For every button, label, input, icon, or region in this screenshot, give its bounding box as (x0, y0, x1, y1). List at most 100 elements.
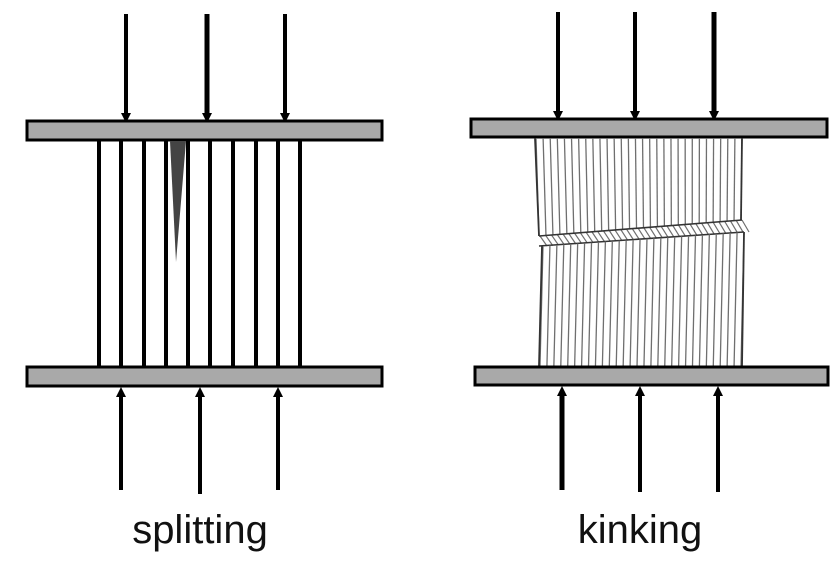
split-crack (170, 141, 186, 262)
fiber (654, 226, 663, 239)
fiber (718, 221, 727, 234)
fiber (551, 234, 560, 246)
splitting-caption: splitting (132, 508, 268, 552)
fiber (568, 233, 577, 245)
kink-band (538, 219, 750, 247)
fiber (594, 242, 600, 367)
fiber (615, 240, 620, 367)
fiber (580, 243, 586, 367)
fiber (560, 244, 565, 367)
fiber (695, 223, 704, 236)
fiber (539, 235, 548, 247)
fiber-block-edge (740, 137, 743, 221)
fiber (549, 137, 554, 235)
fiber (643, 238, 648, 367)
fiber (698, 234, 704, 367)
fiber (553, 245, 558, 367)
fiber (585, 232, 594, 244)
fiber (733, 232, 738, 367)
fiber (622, 240, 627, 367)
fiber (599, 137, 603, 232)
fiber (643, 227, 652, 240)
fiber-block-edge (741, 231, 745, 367)
fiber (574, 243, 579, 367)
fiber (649, 137, 652, 228)
fiber (650, 238, 655, 367)
fiber (726, 232, 731, 367)
fiber (705, 234, 710, 367)
fiber (597, 231, 606, 243)
fiber (735, 220, 744, 233)
fiber (663, 137, 666, 227)
fiber (706, 222, 715, 235)
fiber (634, 137, 638, 229)
splitting-panel (25, 14, 384, 494)
fiber (701, 222, 710, 236)
bottom-platen (25, 365, 384, 388)
fiber-block-edge (534, 137, 540, 237)
fiber (684, 235, 690, 367)
fiber (629, 239, 634, 367)
fiber (689, 223, 698, 236)
fiber (712, 233, 717, 367)
fiber (672, 225, 681, 238)
fiber (631, 228, 640, 240)
fiber (660, 226, 669, 238)
fiber (712, 221, 721, 235)
kinking-panel (469, 12, 830, 492)
bottom-platen (473, 365, 830, 387)
fiber (577, 137, 582, 233)
fiber (545, 235, 554, 246)
fiber (592, 137, 596, 232)
fiber (741, 219, 750, 233)
fiber (724, 221, 733, 234)
top-platen (469, 117, 829, 139)
fiber (620, 229, 629, 241)
kink-band-edge (538, 219, 743, 237)
fiber-block-edge (538, 245, 543, 367)
fiber (562, 233, 571, 245)
kinking-caption: kinking (577, 508, 703, 552)
fiber (677, 236, 683, 367)
bottom-load-arrows (116, 387, 283, 494)
kink-band-edge (538, 231, 745, 247)
fiber (585, 137, 589, 233)
fiber (542, 137, 547, 236)
fiber (626, 228, 635, 241)
fiber (579, 232, 588, 244)
fiber (671, 236, 676, 367)
fiber (664, 237, 669, 367)
fiber (587, 242, 593, 367)
fiber (614, 229, 623, 242)
top-platen (25, 119, 384, 142)
upper-fiber-block (534, 137, 743, 237)
fiber (683, 224, 692, 237)
fiber (608, 241, 613, 367)
fiber (606, 137, 610, 231)
fiber (719, 137, 722, 222)
fiber (556, 234, 565, 246)
fiber (591, 231, 600, 243)
fiber (602, 230, 611, 242)
fiber (556, 137, 561, 235)
fiber (570, 137, 575, 234)
fiber (726, 137, 729, 222)
fiber (613, 137, 617, 230)
fiber (729, 220, 738, 234)
fiber (678, 224, 687, 237)
fiber (620, 137, 624, 230)
top-load-arrows (553, 12, 719, 121)
fiber (666, 225, 675, 238)
fiber (636, 239, 641, 367)
fiber (546, 245, 551, 367)
fiber (657, 237, 662, 367)
fiber (649, 226, 658, 239)
fiber (539, 245, 544, 367)
fiber (563, 137, 568, 234)
fiber (627, 137, 631, 229)
fiber (641, 137, 645, 228)
fiber (567, 244, 572, 367)
top-load-arrows (121, 14, 290, 123)
